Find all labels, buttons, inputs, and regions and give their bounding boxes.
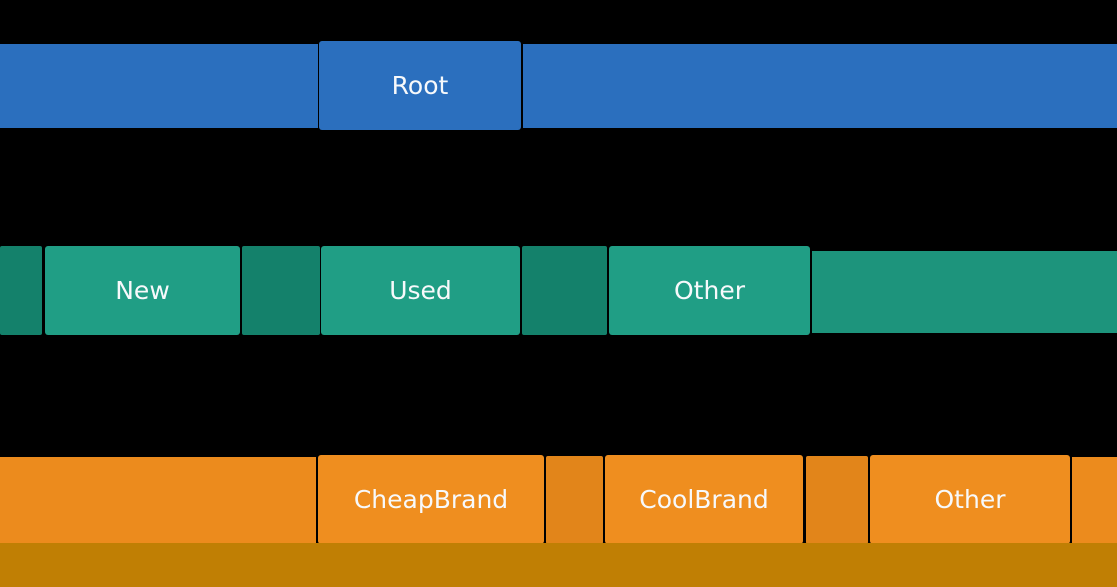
node-new[interactable]: New [45, 246, 240, 335]
condition-row-band-right[interactable] [812, 251, 1117, 333]
node-used[interactable]: Used [321, 246, 520, 335]
node-other-brand-label: Other [934, 485, 1006, 514]
condition-row-dark-segment-3[interactable] [522, 246, 607, 335]
condition-row-dark-segment-2[interactable] [242, 246, 320, 335]
brand-row-band-left[interactable] [0, 457, 316, 543]
node-other-condition[interactable]: Other [609, 246, 810, 335]
node-coolbrand[interactable]: CoolBrand [605, 455, 803, 544]
brand-row-dark-segment-1[interactable] [546, 456, 603, 544]
node-cheapbrand-label: CheapBrand [353, 485, 509, 514]
node-used-label: Used [389, 276, 452, 305]
node-other-condition-label: Other [674, 276, 745, 305]
root-row-band-right[interactable] [523, 44, 1117, 128]
node-coolbrand-label: CoolBrand [639, 485, 769, 514]
root-row-band-left[interactable] [0, 44, 318, 128]
node-root[interactable]: Root [319, 41, 521, 130]
leaf-row-strip[interactable] [0, 543, 1117, 587]
node-root-label: Root [391, 71, 449, 100]
brand-row-dark-segment-2[interactable] [806, 456, 868, 544]
node-new-label: New [115, 276, 170, 305]
node-cheapbrand[interactable]: CheapBrand [318, 455, 544, 544]
node-other-brand[interactable]: Other [870, 455, 1070, 544]
condition-row-dark-segment-1[interactable] [0, 246, 42, 335]
brand-row-band-right[interactable] [1072, 457, 1117, 543]
